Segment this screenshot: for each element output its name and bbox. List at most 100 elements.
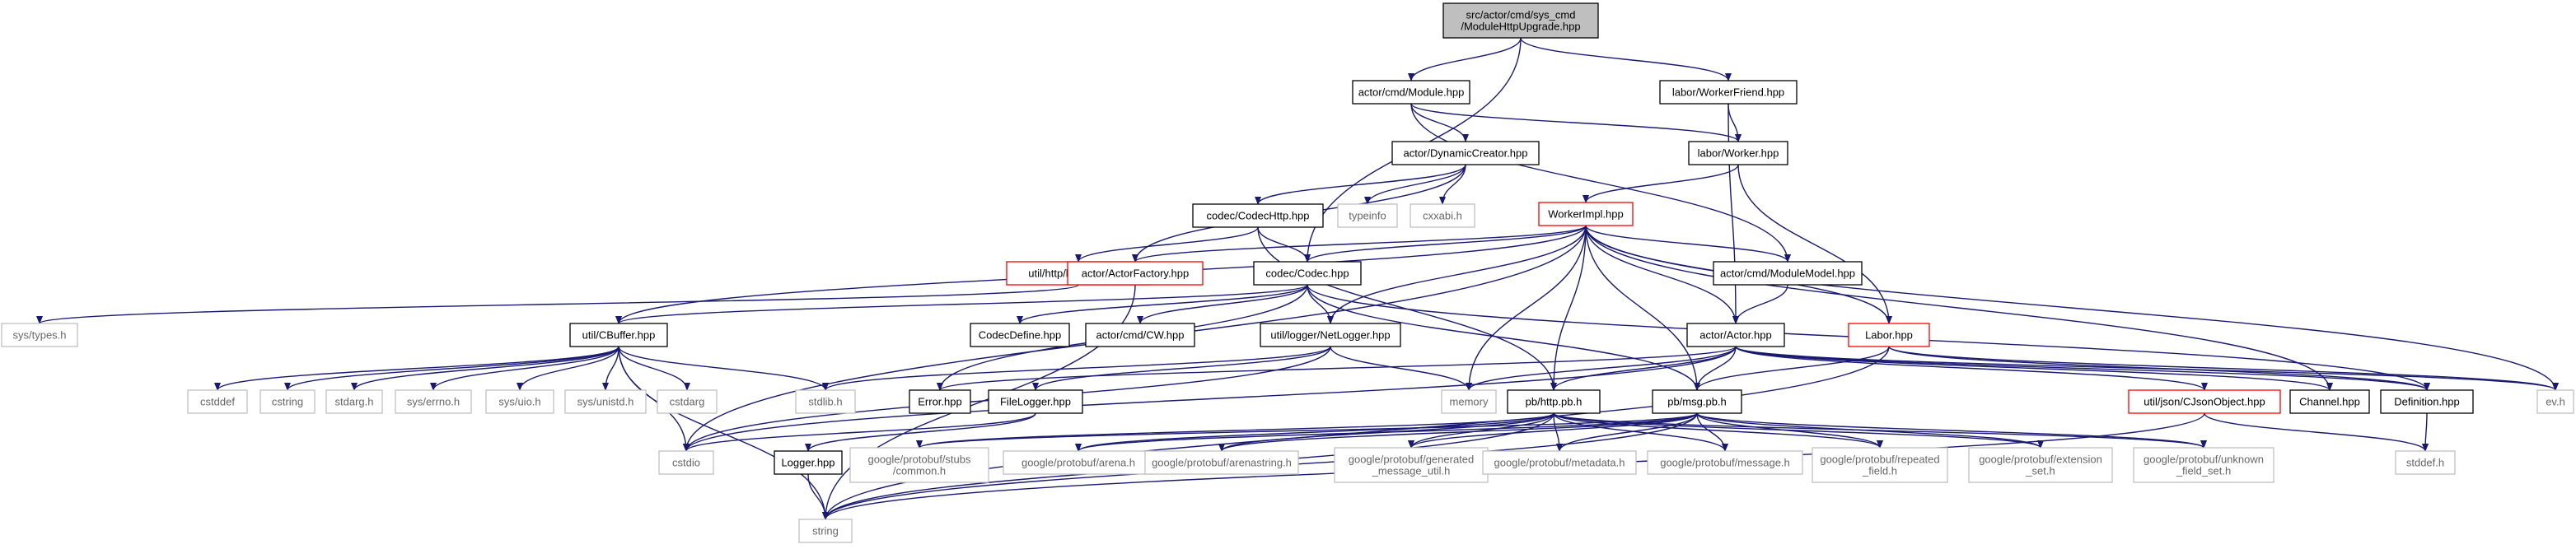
node-cw[interactable]: actor/cmd/CW.hpp [1085, 323, 1195, 347]
node-syserrno: sys/errno.h [395, 389, 472, 414]
edge-filelogger-to-loggerhpp [805, 412, 1036, 452]
node-cjson[interactable]: util/json/CJsonObject.hpp [2128, 389, 2281, 414]
node-box-msgpb [1652, 389, 1742, 414]
node-box-gprepeated [1812, 447, 1948, 483]
node-label-root: src/actor/cmd/sys_cmd [1466, 9, 1576, 21]
node-label-codechttp: codec/CodecHttp.hpp [1206, 210, 1309, 222]
node-label-stddef: stddef.h [2406, 457, 2444, 469]
node-actor[interactable]: actor/Actor.hpp [1686, 323, 1785, 347]
node-box-typeinfo [1337, 203, 1398, 228]
node-label-cbuffer: util/CBuffer.hpp [582, 329, 656, 342]
edge-msgpb-to-gpcommon [916, 412, 1698, 449]
edge-root-to-module [1408, 37, 1522, 81]
edge-dyncreator-to-codechttp [1255, 164, 1466, 205]
node-memory: memory [1441, 389, 1497, 414]
node-workerimpl[interactable]: WorkerImpl.hpp [1538, 202, 1634, 226]
edge-actor-to-memory [1466, 346, 1737, 391]
node-label-gpextension: _set.h [2025, 465, 2055, 477]
edge-codec-to-cbuffer [615, 284, 1308, 324]
node-box-netlogger [1260, 323, 1401, 347]
node-module[interactable]: actor/cmd/Module.hpp [1352, 80, 1470, 105]
node-box-cstring [259, 389, 316, 414]
edge-httppb-to-gpgenmsg [1408, 412, 1554, 449]
node-box-sysuio [485, 389, 554, 414]
node-label-gpunknown: google/protobuf/unknown [2144, 454, 2264, 466]
node-label-worker: labor/Worker.hpp [1698, 147, 1779, 160]
edge-workerimpl-to-evh [1585, 225, 2559, 391]
node-error[interactable]: Error.hpp [909, 389, 971, 414]
node-box-string [798, 519, 853, 543]
edge-workerimpl-to-modulemodel [1585, 225, 1791, 263]
node-workerfriend[interactable]: labor/WorkerFriend.hpp [1659, 80, 1798, 105]
node-label-loggerhpp: Logger.hpp [781, 457, 835, 469]
node-box-gparenastr [1144, 450, 1299, 475]
edge-actor-to-definition [1735, 346, 2430, 391]
node-modulemodel[interactable]: actor/cmd/ModuleModel.hpp [1713, 261, 1863, 286]
node-codecdefine[interactable]: CodecDefine.hpp [970, 323, 1070, 347]
node-gpmessage: google/protobuf/message.h [1647, 450, 1803, 475]
edge-workerimpl-to-actorfactory [1132, 225, 1587, 263]
node-httppb[interactable]: pb/http.pb.h [1507, 389, 1601, 414]
edge-actor-to-cstdio [683, 346, 1737, 452]
node-label-cw: actor/cmd/CW.hpp [1096, 329, 1185, 342]
node-gpgenmsg: google/protobuf/generated_message_util.h [1334, 447, 1489, 483]
node-label-actor: actor/Actor.hpp [1699, 329, 1771, 342]
node-filelogger[interactable]: FileLogger.hpp [988, 389, 1083, 414]
node-box-gpmessage [1647, 450, 1803, 475]
node-label-gprepeated: google/protobuf/repeated [1820, 454, 1939, 466]
node-box-cxxabi [1410, 203, 1475, 228]
node-codechttp[interactable]: codec/CodecHttp.hpp [1192, 203, 1324, 228]
node-cstring: cstring [259, 389, 316, 414]
node-channel[interactable]: Channel.hpp [2289, 389, 2370, 414]
edge-cbuffer-to-stdlib [618, 346, 829, 391]
node-box-module [1352, 80, 1470, 105]
node-box-actorfactory [1067, 261, 1204, 286]
node-label-memory: memory [1450, 396, 1489, 408]
node-gpextension: google/protobuf/extension_set.h [1968, 447, 2113, 483]
node-codec[interactable]: codec/Codec.hpp [1253, 261, 1362, 286]
node-box-gpmetadata [1482, 450, 1637, 475]
node-stddef: stddef.h [2395, 450, 2456, 475]
node-box-labor [1848, 323, 1930, 347]
node-gpmetadata: google/protobuf/metadata.h [1482, 450, 1637, 475]
node-label-stdlib: stdlib.h [808, 396, 842, 408]
node-cbuffer[interactable]: util/CBuffer.hpp [569, 323, 668, 347]
node-worker[interactable]: labor/Worker.hpp [1688, 141, 1788, 165]
edge-msgpb-to-gpunknown [1696, 412, 2207, 449]
node-label-netlogger: util/logger/NetLogger.hpp [1270, 329, 1390, 342]
node-box-filelogger [988, 389, 1083, 414]
node-label-definition: Definition.hpp [2394, 396, 2460, 408]
node-box-systypes [1, 323, 78, 347]
node-label-gpgenmsg: _message_util.h [1372, 465, 1451, 477]
edge-modulemodel-to-actor [1732, 284, 1788, 324]
edge-actor-to-error [937, 346, 1737, 391]
edge-workerfriend-to-worker [1727, 103, 1741, 142]
node-evh: ev.h [2536, 389, 2574, 414]
node-gparenastr: google/protobuf/arenastring.h [1144, 450, 1299, 475]
node-definition[interactable]: Definition.hpp [2380, 389, 2474, 414]
node-root[interactable]: src/actor/cmd/sys_cmd/ModuleHttpUpgrade.… [1442, 2, 1599, 39]
edge-cbuffer-to-sysuio [517, 346, 619, 391]
node-gparena: google/protobuf/arena.h [1003, 450, 1154, 475]
node-msgpb[interactable]: pb/msg.pb.h [1652, 389, 1742, 414]
edge-workerimpl-to-httppb [1550, 225, 1587, 391]
node-box-cstdio [658, 450, 714, 475]
node-label-codecdefine: CodecDefine.hpp [979, 329, 1061, 342]
node-actorfactory[interactable]: actor/ActorFactory.hpp [1067, 261, 1204, 286]
node-box-channel [2289, 389, 2370, 414]
edge-msgpb-to-gpextension [1696, 412, 2044, 449]
node-label-workerfriend: labor/WorkerFriend.hpp [1672, 86, 1784, 99]
node-label-gpunknown: _field_set.h [2176, 465, 2232, 477]
node-dyncreator[interactable]: actor/DynamicCreator.hpp [1391, 141, 1540, 165]
node-stdargh: stdarg.h [325, 389, 383, 414]
node-stdlib: stdlib.h [795, 389, 856, 414]
node-labor[interactable]: Labor.hpp [1848, 323, 1930, 347]
node-box-workerfriend [1659, 80, 1798, 105]
node-netlogger[interactable]: util/logger/NetLogger.hpp [1260, 323, 1401, 347]
edge-module-to-modulemodel [1410, 103, 1791, 263]
node-gprepeated: google/protobuf/repeated_field.h [1812, 447, 1948, 483]
node-typeinfo: typeinfo [1337, 203, 1398, 228]
node-loggerhpp[interactable]: Logger.hpp [774, 450, 843, 475]
edge-root-to-workerfriend [1520, 37, 1732, 81]
